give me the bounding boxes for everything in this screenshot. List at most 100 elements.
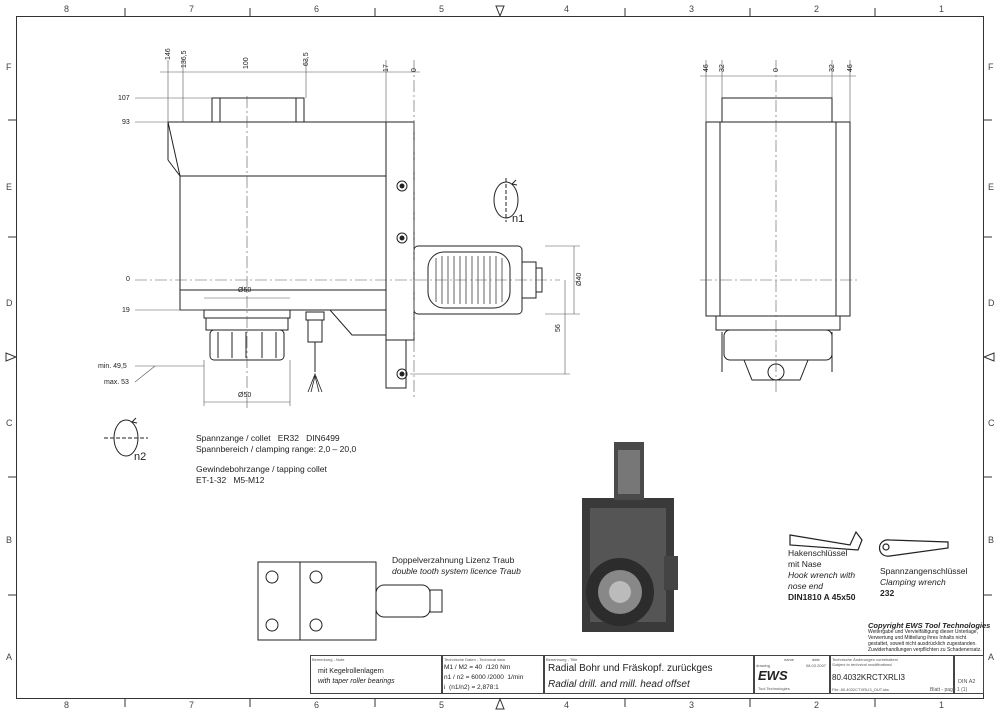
tb-title-label: Benennung - Title (546, 657, 578, 662)
dim-46-left: 46 (703, 64, 710, 72)
tooth-system-en: double tooth system licence Traub (392, 566, 521, 576)
zone-row-right: B (988, 535, 995, 545)
zone-col-bottom: 1 (939, 700, 945, 710)
hook-wrench-line-3: Hook wrench with (788, 570, 856, 580)
zone-col-top: 4 (564, 4, 570, 14)
tb-changes-de: Technische Änderungen vorbehalten! (832, 657, 899, 662)
tb-tech-3: i (n1/n2) = 2,878:1 (444, 684, 499, 691)
zone-col-top: 2 (814, 4, 820, 14)
dim-diameter-50-bottom: Ø50 (238, 392, 252, 399)
ews-logo: EWS (758, 668, 788, 683)
zone-row-left: F (6, 62, 12, 72)
dim-32-right: 32 (829, 64, 836, 72)
tb-format: DIN A2 (958, 679, 976, 685)
zone-col-top: 7 (189, 4, 195, 14)
dim-107: 107 (118, 95, 130, 102)
zone-row-right: F (988, 62, 994, 72)
zone-row-right: C (988, 418, 995, 428)
copyright-line-1: Weitergabe und Vervielfältigung dieser U… (868, 629, 978, 635)
dim-46-right: 46 (847, 64, 854, 72)
tb-remark-de: mit Kegelrollenlagern (318, 668, 384, 675)
zone-col-top: 3 (689, 4, 695, 14)
zone-row-left: A (6, 652, 13, 662)
zone-col-bottom: 2 (814, 700, 820, 710)
copyright-line-4: Zuwiderhandlungen verpflichten zu Schade… (868, 647, 982, 653)
zone-col-bottom: 3 (689, 700, 695, 710)
zone-col-bottom: 6 (314, 700, 320, 710)
tb-format-cell (954, 655, 984, 694)
zone-row-right: A (988, 652, 995, 662)
tb-title-cell (544, 655, 754, 694)
collet-line-4: ET-1-32 M5-M12 (196, 475, 265, 485)
zone-col-bottom: 5 (439, 700, 445, 710)
tb-remark-label: Bemerkung - Note (312, 657, 345, 662)
dim-63-5: 63,5 (303, 52, 310, 66)
render-image (582, 442, 678, 632)
copyright-title: Copyright EWS Tool Technologies (868, 621, 991, 630)
tb-col-name: name (784, 657, 795, 662)
zone-row-right: D (988, 298, 995, 308)
zone-col-top: 6 (314, 4, 320, 14)
collet-line-1: Spannzange / collet ER32 DIN6499 (196, 433, 340, 443)
zone-col-top: 8 (64, 4, 70, 14)
rotation-label-n1: n1 (512, 213, 525, 225)
tb-sheet: Blatt - page 1 (1) (930, 687, 968, 693)
zone-col-bottom: 4 (564, 700, 570, 710)
copyright-line-2: Verwertung und Mitteilung ihres Inhalts … (868, 635, 967, 641)
dim-56: 56 (555, 324, 562, 332)
tooth-system-de: Doppelverzahnung Lizenz Traub (392, 555, 515, 565)
tb-tech-1: M1 / M2 = 40 /120 Nm (444, 664, 511, 671)
zone-row-left: E (6, 182, 13, 192)
tb-title-en: Radial drill. and mill. head offset (548, 679, 690, 690)
hook-wrench-line-5: DIN1810 A 45x50 (788, 592, 856, 602)
zone-row-left: C (6, 418, 13, 428)
zone-row-left: B (6, 535, 13, 545)
copyright-line-3: gestattet, soweit nicht ausdrücklich zug… (868, 641, 977, 647)
dim-32-left: 32 (719, 64, 726, 72)
tb-title-de: Radial Bohr und Fräskopf. zurückges (548, 663, 713, 674)
tb-tech-label: Technische Daten - Technical data (444, 657, 505, 662)
hook-wrench-line-4: nose end (788, 581, 823, 591)
dim-19: 19 (122, 307, 130, 314)
zone-row-right: E (988, 182, 995, 192)
tb-drawing-label: drawing (756, 663, 771, 668)
hook-wrench-line-2: mit Nase (788, 559, 822, 569)
collet-line-3: Gewindebohrzange / tapping collet (196, 464, 327, 474)
collet-line-2: Spannbereich / clamping range: 2,0 – 20,… (196, 444, 357, 454)
dim-0-right: 0 (773, 68, 780, 72)
dim-136-5: 136,5 (181, 50, 188, 68)
tb-part-cell (830, 655, 954, 694)
dim-diameter-40: Ø40 (576, 272, 583, 286)
dim-100: 100 (243, 57, 250, 69)
tb-tech-2: n1 / n2 = 6000 /2000 1/min (444, 674, 524, 681)
dim-146: 146 (165, 48, 172, 60)
zone-col-bottom: 7 (189, 700, 195, 710)
dim-0-top: 0 (411, 68, 418, 72)
dim-diameter-50-top: Ø50 (238, 287, 252, 294)
zone-row-left: D (6, 298, 13, 308)
hook-wrench-line-1: Hakenschlüssel (788, 548, 848, 558)
dim-93: 93 (122, 119, 130, 126)
dim-17: 17 (383, 64, 390, 72)
tb-drawing-date: 08.03.2007 (806, 663, 827, 668)
ews-logo-sub: Tool Technologies (758, 686, 790, 691)
tb-file-name: File: 80.4032CTXRLI3_OUT.idw (832, 687, 889, 692)
tb-changes-en: Subject to technical modifications! (832, 662, 893, 667)
tb-approval-cell (754, 655, 830, 694)
dim-max-53: max. 53 (104, 379, 129, 386)
zone-col-top: 5 (439, 4, 445, 14)
zone-col-bottom: 8 (64, 700, 70, 710)
clamping-wrench-line-1: Spannzangenschlüssel (880, 566, 968, 576)
rotation-label-n2: n2 (134, 451, 147, 463)
tb-remark-cell (310, 655, 442, 694)
tb-col-date: date (812, 657, 820, 662)
dim-min-49-5: min. 49,5 (98, 363, 127, 370)
dim-0-left: 0 (126, 276, 130, 283)
tb-part-number: 80.4032KRCTXRLI3 (832, 673, 905, 682)
clamping-wrench-line-3: 232 (880, 588, 895, 598)
tb-remark-en: with taper roller bearings (318, 678, 395, 685)
tb-tech-cell (442, 655, 544, 694)
clamping-wrench-line-2: Clamping wrench (880, 577, 946, 587)
zone-col-top: 1 (939, 4, 945, 14)
